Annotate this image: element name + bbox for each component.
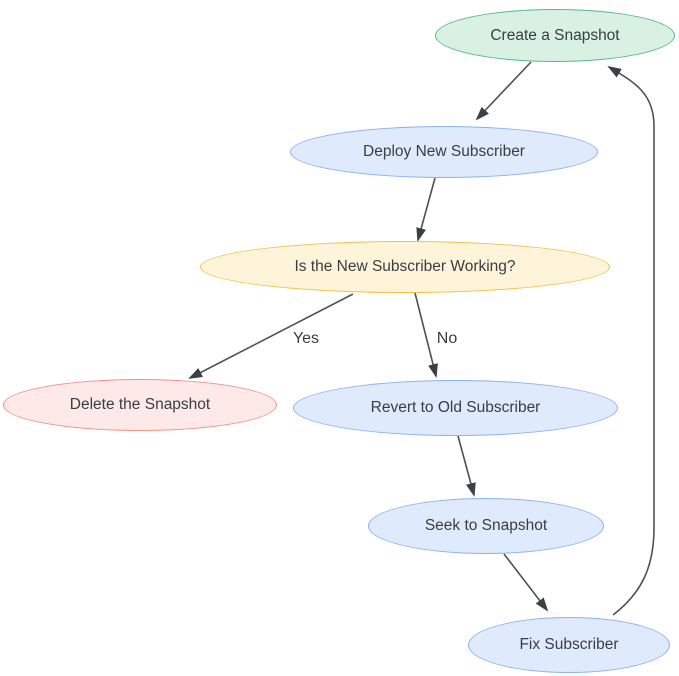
node-fix-subscriber: Fix Subscriber xyxy=(468,617,670,673)
node-label: Fix Subscriber xyxy=(519,636,619,654)
node-label: Revert to Old Subscriber xyxy=(370,399,541,417)
node-label: Create a Snapshot xyxy=(490,26,620,44)
node-label: Deploy New Subscriber xyxy=(363,143,525,161)
node-seek-to-snapshot: Seek to Snapshot xyxy=(368,498,604,554)
node-label: Delete the Snapshot xyxy=(69,396,211,414)
edge-create-to-deploy xyxy=(475,61,532,121)
node-label: Seek to Snapshot xyxy=(424,517,548,535)
node-is-new-subscriber-working: Is the New Subscriber Working? xyxy=(200,241,610,293)
edge-deploy-to-working xyxy=(416,177,436,242)
node-label: Is the New Subscriber Working? xyxy=(294,258,516,276)
edge-seek-to-fix xyxy=(503,553,549,612)
edge-label-yes: Yes xyxy=(292,330,320,347)
node-delete-the-snapshot: Delete the Snapshot xyxy=(3,379,277,431)
node-revert-to-old-subscriber: Revert to Old Subscriber xyxy=(293,380,618,436)
node-create-snapshot: Create a Snapshot xyxy=(435,9,675,62)
edge-fix-to-create-feedback xyxy=(607,65,655,616)
edge-working-to-delete-yes xyxy=(188,293,354,379)
edge-revert-to-seek xyxy=(457,435,476,497)
node-deploy-new-subscriber: Deploy New Subscriber xyxy=(290,126,598,178)
edge-label-no: No xyxy=(436,330,458,347)
edge-working-to-revert-no xyxy=(414,292,438,378)
